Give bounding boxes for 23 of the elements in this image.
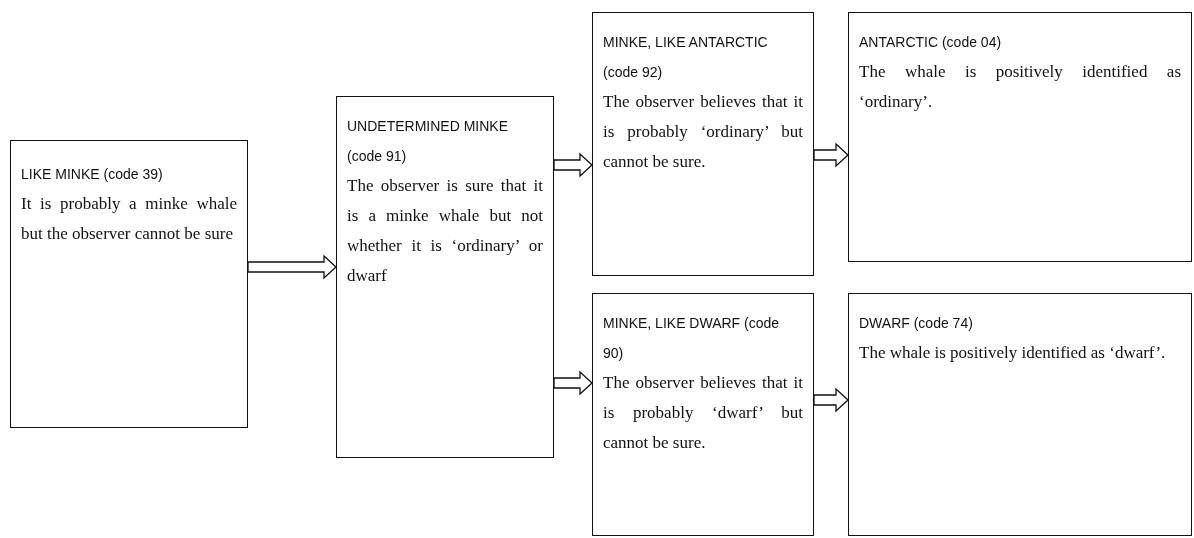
hollow-arrow: [813, 142, 849, 168]
box-description: The whale is positively identified as ‘dwarf’.: [859, 342, 1167, 364]
box-heading: ANTARCTIC (code 04): [859, 33, 1003, 52]
hollow-arrow: [553, 370, 593, 396]
text-box: [848, 12, 1192, 262]
box-description: The observer is sure that it is a minke whale but not whether it is ‘ordinary’ or dwarf: [347, 175, 543, 287]
hollow-arrow: [553, 152, 593, 178]
box-description: The observer believes that it is probably ‘dwarf’ but cannot be sure.: [603, 372, 803, 454]
box-description: It is probably a minke whale but the observer cannot be sure: [21, 193, 237, 245]
box-description: The observer believes that it is probably ‘ordinary’ but cannot be sure.: [603, 91, 803, 173]
hollow-arrow: [813, 387, 849, 413]
box-heading: MINKE, LIKE ANTARCTIC (code 92): [603, 33, 769, 82]
box-description: The whale is positively identified as ‘ordinary’.: [859, 61, 1181, 113]
text-box: [10, 140, 248, 428]
box-heading: MINKE, LIKE DWARF (code 90): [603, 314, 781, 363]
text-box: [336, 96, 554, 458]
text-box: [592, 12, 814, 276]
box-heading: LIKE MINKE (code 39): [21, 165, 164, 184]
box-heading: UNDETERMINED MINKE (code 91): [347, 117, 509, 166]
hollow-arrow: [247, 254, 337, 280]
text-box: [592, 293, 814, 536]
box-heading: DWARF (code 74): [859, 314, 974, 333]
text-box: [848, 293, 1192, 536]
